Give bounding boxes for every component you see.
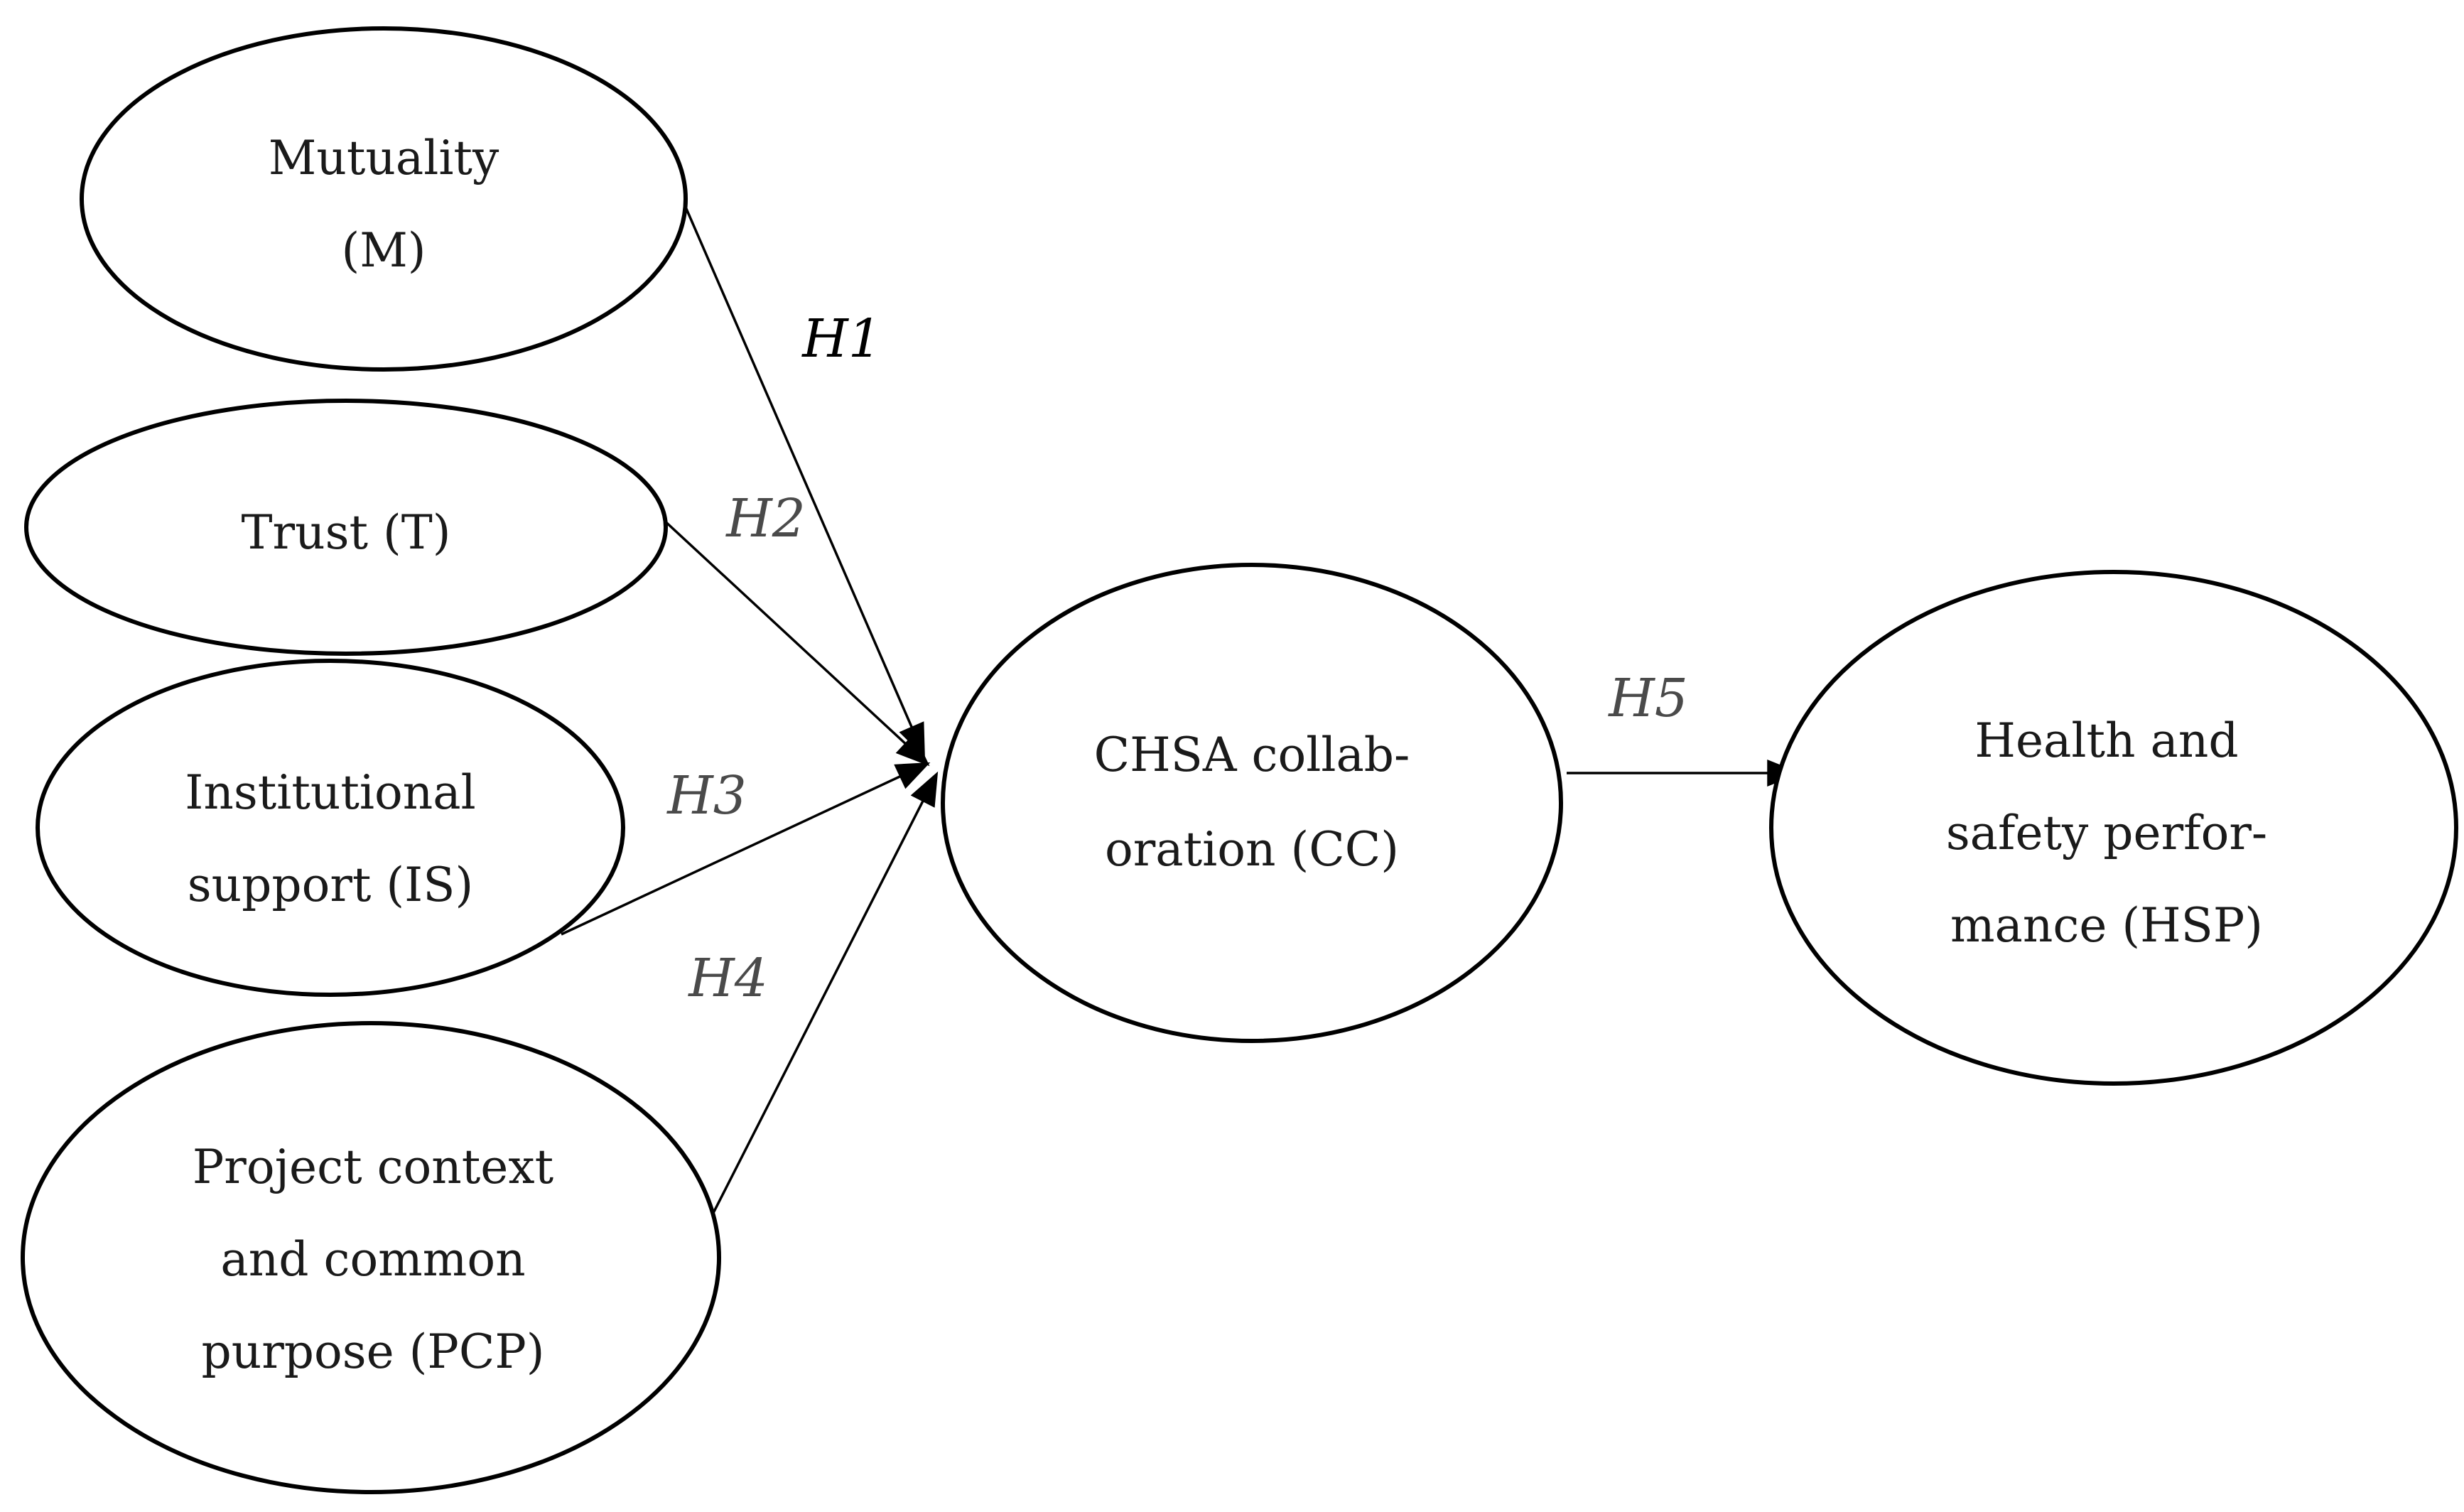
mutuality-ellipse	[80, 26, 688, 372]
mutuality-label-line-2: (M)	[341, 223, 426, 278]
institutional-support-label-line-1: Institutional	[185, 765, 475, 820]
health-safety-label-line-2: safety perfor-	[1946, 806, 2267, 860]
edge-is-to-cc	[561, 762, 931, 936]
node-institutional-support: Institutional support (IS)	[36, 659, 625, 997]
chsa-collaboration-label-line-2: oration (CC)	[1105, 822, 1399, 877]
project-context-label-line-1: Project context	[193, 1140, 553, 1194]
trust-ellipse	[24, 399, 668, 656]
node-health-safety-performance: Health and safety perfor- mance (HSP)	[1769, 570, 2458, 1086]
project-context-ellipse	[21, 1021, 721, 1494]
hypothesis-label-h2: H2	[725, 488, 806, 549]
project-context-label-line-3: purpose (PCP)	[201, 1324, 544, 1379]
hypothesis-label-h3: H3	[666, 765, 747, 826]
project-context-label-line-2: and common	[220, 1232, 525, 1287]
health-safety-ellipse	[1769, 570, 2458, 1086]
node-mutuality: Mutuality (M)	[80, 26, 688, 372]
chsa-collaboration-label-line-1: CHSA collab-	[1094, 728, 1410, 782]
hypothesis-label-h5: H5	[1607, 668, 1688, 729]
edge-mutuality-to-cc	[681, 198, 925, 758]
hypothesis-labels: H1 H2 H3 H4 H5	[666, 308, 1688, 1009]
edge-trust-to-cc	[642, 500, 930, 767]
institutional-support-label-line-2: support (IS)	[188, 858, 473, 912]
institutional-support-ellipse	[36, 659, 625, 997]
chsa-collaboration-ellipse	[941, 563, 1563, 1043]
node-project-context: Project context and common purpose (PCP)	[21, 1021, 721, 1494]
hypothesis-label-h1: H1	[801, 308, 882, 369]
node-chsa-collaboration: CHSA collab- oration (CC)	[941, 563, 1563, 1043]
node-trust: Trust (T)	[24, 399, 668, 656]
hypothesis-label-h4: H4	[687, 948, 768, 1009]
trust-label: Trust (T)	[242, 505, 451, 560]
health-safety-label-line-1: Health and	[1974, 713, 2238, 768]
mutuality-label-line-1: Mutuality	[269, 131, 499, 185]
health-safety-label-line-3: mance (HSP)	[1950, 898, 2263, 953]
